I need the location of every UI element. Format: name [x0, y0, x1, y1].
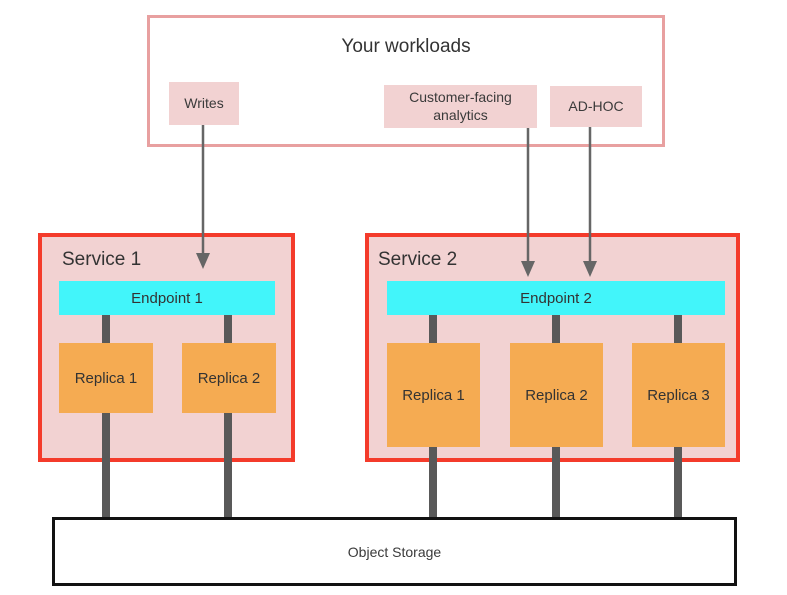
endpoint-2-bar: Endpoint 2 [387, 281, 725, 315]
workload-chip-customer-facing-analytics: Customer-facing analytics [384, 85, 537, 128]
object-storage-box: Object Storage [52, 517, 737, 586]
connector-line [102, 315, 110, 343]
service-2-replica-1: Replica 1 [387, 343, 480, 447]
service-1-group: Service 1 Endpoint 1 Replica 1 Replica 2 [38, 233, 295, 462]
workload-chip-writes: Writes [169, 82, 239, 125]
connector-line [224, 315, 232, 343]
service-2-replica-2: Replica 2 [510, 343, 603, 447]
connector-line [429, 315, 437, 343]
connector-line [552, 315, 560, 343]
connector-line [102, 413, 110, 518]
workload-chip-ad-hoc: AD-HOC [550, 86, 642, 127]
connector-line [674, 315, 682, 343]
your-workloads-group: Your workloads Writes Customer-facing an… [147, 15, 665, 147]
object-storage-label: Object Storage [347, 543, 442, 560]
workloads-title: Your workloads [341, 36, 471, 57]
service-2-replica-3: Replica 3 [632, 343, 725, 447]
service-1-replica-2: Replica 2 [182, 343, 276, 413]
connector-line [429, 447, 437, 518]
service-2-title: Service 2 [378, 249, 458, 270]
connector-line [224, 413, 232, 518]
connector-line [674, 447, 682, 518]
service-2-group: Service 2 Endpoint 2 Replica 1 Replica 2… [365, 233, 740, 462]
service-1-replica-1: Replica 1 [59, 343, 153, 413]
connector-line [552, 447, 560, 518]
service-1-title: Service 1 [62, 249, 142, 270]
endpoint-1-bar: Endpoint 1 [59, 281, 275, 315]
